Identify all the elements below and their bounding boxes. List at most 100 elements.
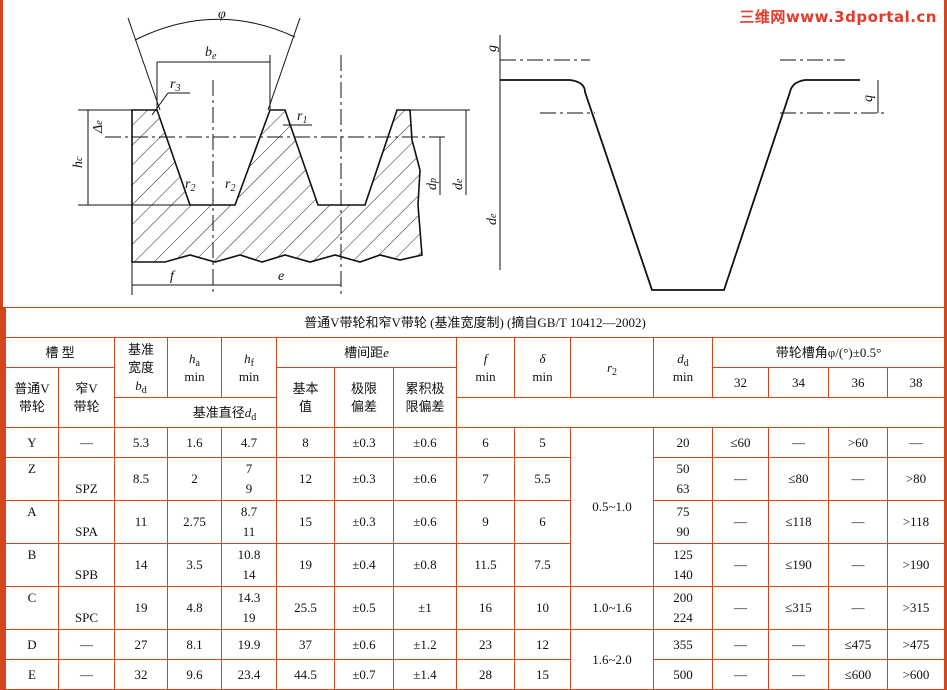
groove-dimensions-table: 普通V带轮和窄V带轮 (基准宽度制) (摘自GB/T 10412—2002) 槽…: [3, 307, 945, 690]
cell-ha: 3.5: [167, 543, 222, 587]
cell-a34: —: [768, 659, 829, 690]
header-angle: 带轮槽角φ/(°)±0.5°: [712, 337, 945, 368]
cell-bd: 11: [114, 500, 168, 544]
cell-e: 25.5: [276, 586, 335, 630]
cell-ha: 4.8: [167, 586, 222, 630]
cell-dd: 200 224: [653, 586, 713, 630]
cell-nar: SPB: [58, 543, 115, 587]
header-bd-sym: b: [135, 377, 142, 393]
cell-e: 8: [276, 427, 335, 458]
label-r1: r: [297, 109, 303, 124]
header-r2: r2: [570, 337, 654, 398]
cell-cum: ±0.6: [393, 427, 457, 458]
cell-hf: 23.4: [221, 659, 277, 690]
label-e: e: [278, 269, 284, 284]
cell-a32: —: [712, 500, 769, 544]
label-r1-sub: 1: [302, 115, 307, 126]
cell-ord: D: [3, 629, 59, 660]
cell-r2: 1.6~2.0: [570, 629, 654, 690]
cell-hf: 10.8 14: [221, 543, 277, 587]
label-delta-sub: e: [94, 120, 105, 125]
cell-hf: 19.9: [221, 629, 277, 660]
watermark: 三维网www.3dportal.cn: [739, 8, 937, 26]
label-hc-sub: c: [74, 156, 85, 161]
header-ref-dia-sym: d: [244, 404, 252, 420]
cell-a38: >118: [887, 500, 945, 544]
cell-dd: 355: [653, 629, 713, 660]
cell-dd: 75 90: [653, 500, 713, 544]
label-dp-sub: p: [428, 178, 439, 184]
label-dp: d: [425, 182, 440, 190]
cell-delta: 10: [514, 586, 571, 630]
cell-ha: 2.75: [167, 500, 222, 544]
cell-ord: C: [3, 586, 59, 630]
header-delta-sym: δ: [539, 350, 546, 366]
cell-a38: >475: [887, 629, 945, 660]
cell-delta: 6: [514, 500, 571, 544]
cell-delta: 12: [514, 629, 571, 660]
cell-a36: —: [828, 500, 888, 544]
cell-a36: ≤475: [828, 629, 888, 660]
cell-e: 15: [276, 500, 335, 544]
header-ha-sub: a: [195, 357, 200, 369]
cell-lim: ±0.5: [334, 586, 394, 630]
svg-text:Δe: Δe: [91, 120, 106, 134]
label-g: g: [485, 45, 500, 52]
header-dd-min: min: [672, 368, 694, 384]
header-angle-36: 36: [828, 367, 888, 398]
label-de2-sub: e: [488, 213, 499, 218]
cell-a38: >80: [887, 457, 945, 501]
header-pitch-label: 槽间距: [344, 344, 384, 360]
cell-a32: —: [712, 543, 769, 587]
label-hc: h: [71, 161, 86, 168]
cell-ha: 9.6: [167, 659, 222, 690]
cell-a34: ≤118: [768, 500, 829, 544]
header-ha-sym: h: [189, 350, 196, 366]
header-dd-sym: d: [677, 350, 684, 366]
cell-cum: ±0.6: [393, 457, 457, 501]
header-ref-dia-sub: d: [251, 411, 257, 423]
right-border: [944, 0, 947, 690]
cell-delta: 5.5: [514, 457, 571, 501]
cell-nar: —: [58, 427, 115, 458]
label-r3: r: [170, 77, 176, 92]
cell-f: 9: [456, 500, 515, 544]
label-r2b: r: [225, 177, 231, 192]
cell-hf: 7 9: [221, 457, 277, 501]
cell-dd: 20: [653, 427, 713, 458]
cell-lim: ±0.3: [334, 427, 394, 458]
header-angle-38: 38: [887, 367, 945, 398]
cell-a32: —: [712, 659, 769, 690]
cell-a38: >315: [887, 586, 945, 630]
label-be: b: [205, 45, 212, 60]
cell-ord: E: [3, 659, 59, 690]
cell-f: 7: [456, 457, 515, 501]
header-cum: 累积极 限偏差: [393, 367, 457, 428]
cell-a36: ≤600: [828, 659, 888, 690]
label-de: d: [451, 182, 466, 190]
cell-f: 16: [456, 586, 515, 630]
header-groove-type: 槽 型: [3, 337, 115, 368]
cell-a38: >190: [887, 543, 945, 587]
cell-ha: 2: [167, 457, 222, 501]
cell-lim: ±0.3: [334, 457, 394, 501]
header-f-min: min: [475, 368, 496, 384]
cell-bd: 19: [114, 586, 168, 630]
cell-a38: —: [887, 427, 945, 458]
cell-dd: 500: [653, 659, 713, 690]
label-delta: Δ: [91, 125, 106, 134]
svg-text:r3: r3: [170, 77, 180, 94]
label-r2: r: [185, 177, 191, 192]
cell-a32: —: [712, 629, 769, 660]
svg-text:r1: r1: [297, 109, 307, 126]
groove-profile-drawing: φ be r3 r1 r2 r2 Δe hc dp de f e g q de: [71, 7, 885, 295]
